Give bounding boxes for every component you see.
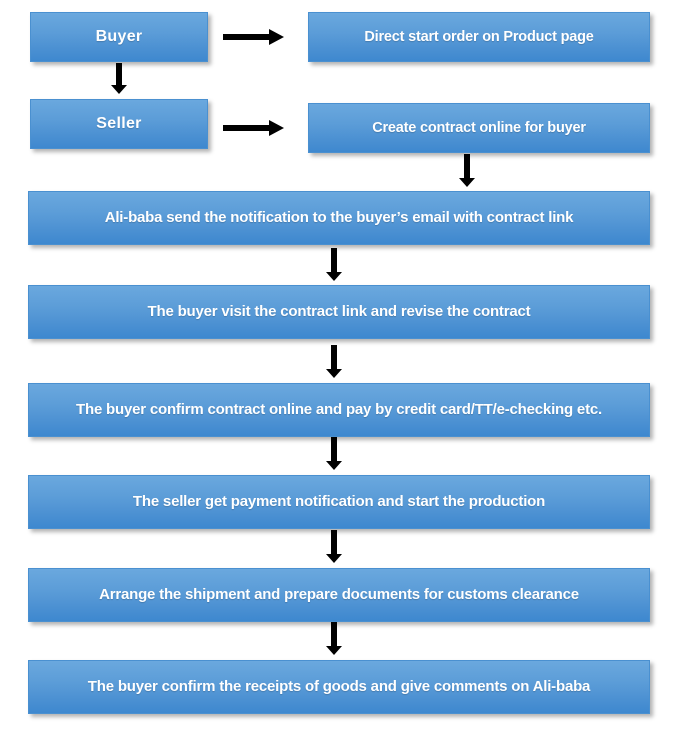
node-buyer-confirm-and-pay[interactable]: The buyer confirm contract online and pa…	[28, 383, 650, 437]
arrow-create-contract-to-notification-icon	[458, 154, 476, 188]
node-buyer-visit-contract-link-label: The buyer visit the contract link and re…	[147, 303, 531, 321]
node-buyer-confirm-receipts[interactable]: The buyer confirm the receipts of goods …	[28, 660, 650, 714]
arrow-confirm-pay-to-seller-production-icon	[325, 437, 343, 471]
arrow-notification-to-visit-link-icon	[325, 248, 343, 282]
node-buyer-label: Buyer	[95, 27, 143, 45]
node-buyer[interactable]: Buyer	[30, 12, 208, 62]
arrow-shipment-to-receipts-icon	[325, 622, 343, 656]
node-buyer-confirm-and-pay-label: The buyer confirm contract online and pa…	[76, 401, 602, 419]
node-buyer-visit-contract-link[interactable]: The buyer visit the contract link and re…	[28, 285, 650, 339]
node-arrange-shipment[interactable]: Arrange the shipment and prepare documen…	[28, 568, 650, 622]
node-buyer-confirm-receipts-label: The buyer confirm the receipts of goods …	[87, 678, 591, 696]
node-direct-start-order[interactable]: Direct start order on Product page	[308, 12, 650, 62]
node-create-contract-online-label: Create contract online for buyer	[372, 119, 586, 136]
node-seller-payment-and-production-label: The seller get payment notification and …	[132, 493, 546, 511]
node-seller-payment-and-production[interactable]: The seller get payment notification and …	[28, 475, 650, 529]
node-seller[interactable]: Seller	[30, 99, 208, 149]
node-alibaba-notification-label: Ali-baba send the notification to the bu…	[104, 209, 574, 227]
arrow-buyer-to-seller-icon	[110, 63, 128, 95]
node-direct-start-order-label: Direct start order on Product page	[364, 28, 594, 45]
node-seller-label: Seller	[96, 114, 142, 132]
node-create-contract-online[interactable]: Create contract online for buyer	[308, 103, 650, 153]
arrow-seller-production-to-shipment-icon	[325, 530, 343, 564]
node-alibaba-notification[interactable]: Ali-baba send the notification to the bu…	[28, 191, 650, 245]
arrow-buyer-to-direct-order-icon	[223, 28, 285, 46]
arrow-seller-to-create-contract-icon	[223, 119, 285, 137]
node-arrange-shipment-label: Arrange the shipment and prepare documen…	[99, 586, 579, 604]
arrow-visit-link-to-confirm-pay-icon	[325, 345, 343, 379]
